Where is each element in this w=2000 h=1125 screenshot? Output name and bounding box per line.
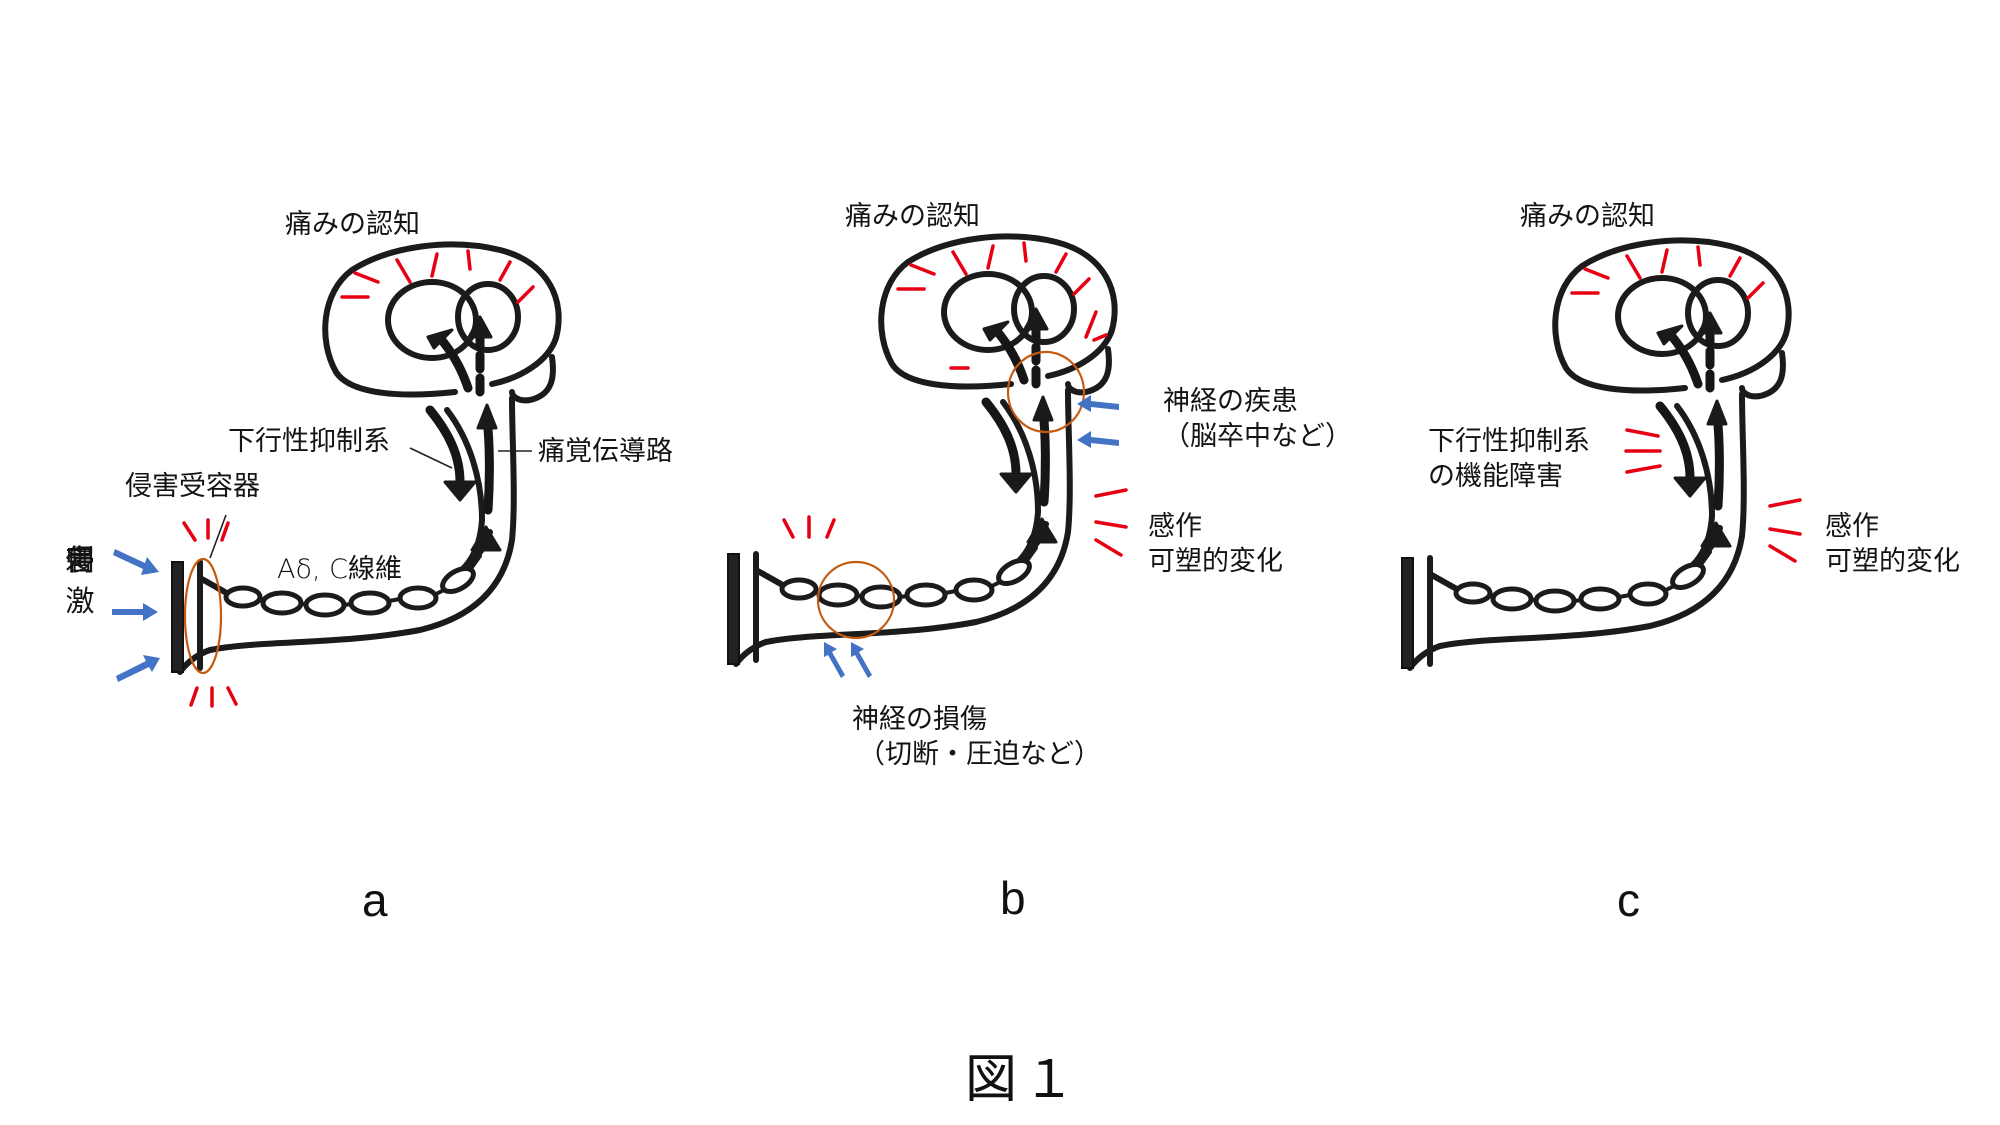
plastic-change-label-b: 可塑的変化 bbox=[1148, 546, 1283, 577]
plastic-change-label-c: 可塑的変化 bbox=[1825, 546, 1960, 577]
pain-cognition-title-a: 痛みの認知 bbox=[285, 209, 420, 240]
stimulus-arrow-icon bbox=[824, 395, 1119, 678]
highlight-circle bbox=[1006, 350, 1086, 434]
nerve-injury-example-label: （切断・圧迫など） bbox=[858, 739, 1101, 770]
panel-a-drawing bbox=[112, 244, 559, 708]
stimulus-char: 侵 bbox=[65, 543, 95, 577]
pain-mark-icon bbox=[782, 310, 1128, 557]
stimulus-arrow-icon bbox=[112, 549, 160, 682]
leader-line bbox=[209, 514, 227, 559]
highlight-circle bbox=[816, 560, 896, 640]
cns-disease-label: 神経の疾患 bbox=[1163, 386, 1298, 417]
descending-inhibition-label: 下行性抑制系 bbox=[228, 426, 390, 457]
panel-b-drawing bbox=[728, 236, 1128, 678]
noxious-stimulus-label: 侵 害 刺 激 bbox=[63, 540, 97, 622]
pain-mark-icon bbox=[1624, 428, 1802, 563]
descending-dysfunction-label: 下行性抑制系 bbox=[1428, 426, 1590, 457]
panel-letter-b: b bbox=[1000, 872, 1026, 924]
nociceptor-label: 侵害受容器 bbox=[125, 471, 260, 502]
panel-letter-a: a bbox=[362, 874, 388, 926]
stimulus-char: 害 bbox=[65, 543, 95, 577]
panel-letter-c: c bbox=[1617, 874, 1640, 926]
figure-caption: 図１ bbox=[965, 1050, 1082, 1110]
pain-cognition-title-c: 痛みの認知 bbox=[1520, 201, 1655, 232]
pain-mark-icon bbox=[182, 518, 238, 708]
sensitization-label-c: 感作 bbox=[1825, 511, 1879, 542]
brain-drawing bbox=[728, 236, 1115, 664]
highlight-circle bbox=[183, 557, 223, 675]
cns-disease-example-label: （脳卒中など） bbox=[1163, 421, 1352, 452]
sensitization-label-b: 感作 bbox=[1148, 511, 1202, 542]
nerve-injury-label: 神経の損傷 bbox=[852, 704, 987, 735]
leader-line bbox=[409, 447, 453, 469]
fiber-label: Aδ, C線維 bbox=[277, 554, 403, 585]
stimulus-char: 刺 bbox=[65, 543, 95, 577]
stimulus-char: 激 bbox=[65, 584, 95, 618]
descending-dysfunction-label-2: の機能障害 bbox=[1428, 461, 1563, 492]
pain-pathway-label: 痛覚伝導路 bbox=[538, 436, 673, 467]
pain-cognition-title-b: 痛みの認知 bbox=[845, 201, 980, 232]
panel-c-drawing bbox=[1402, 240, 1802, 668]
